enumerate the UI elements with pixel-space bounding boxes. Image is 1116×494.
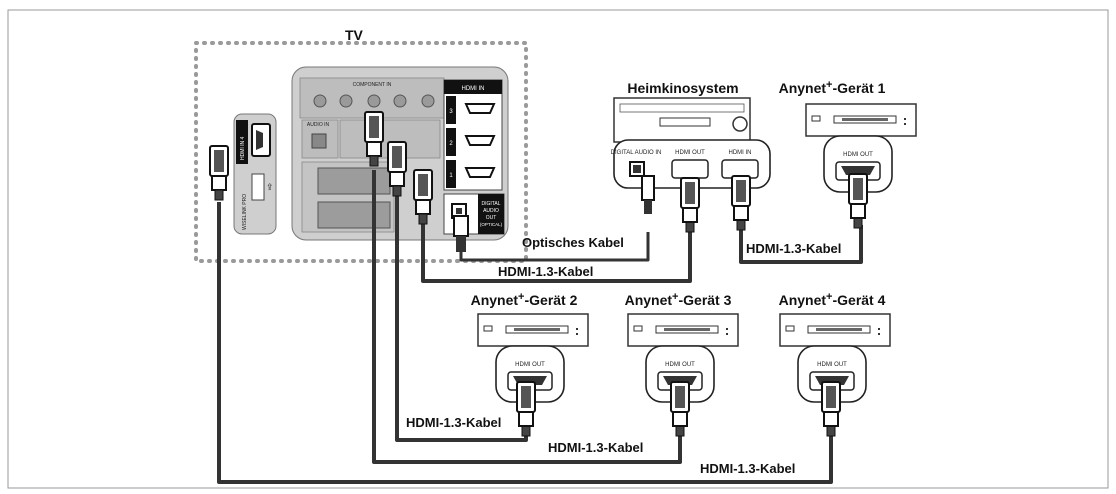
tv-label: TV	[345, 27, 364, 43]
hdmi-port-num-3: 3	[449, 109, 453, 115]
plug-device-2	[516, 381, 536, 437]
component-in-label: COMPONENT IN	[353, 82, 392, 88]
device-2-label: Anynet+-Gerät 2	[471, 291, 578, 308]
cable-label-optical: Optisches Kabel	[522, 235, 624, 250]
device-1-player	[805, 103, 917, 137]
device-1-sup: +	[826, 79, 832, 91]
device-3-suffix: -Gerät 3	[678, 292, 731, 308]
device-2-port-label: HDMI OUT	[515, 362, 545, 368]
device-3-port-label: HDMI OUT	[665, 362, 695, 368]
device-2-player	[477, 313, 589, 347]
device-3-name: Anynet	[625, 292, 673, 308]
digital-audio-out-label-1: DIGITAL	[481, 201, 500, 207]
device-1-label: Anynet+-Gerät 1	[779, 79, 886, 96]
plug-device-4	[821, 381, 841, 437]
home-theater-port-hdmi-out: HDMI OUT	[675, 150, 705, 156]
digital-audio-out-label-3: OUT	[486, 215, 497, 221]
device-1-name: Anynet	[779, 80, 827, 96]
device-4-label: Anynet+-Gerät 4	[779, 291, 886, 308]
home-theater-device	[613, 97, 751, 145]
plug-device-1	[848, 173, 868, 229]
plug-hometheater-in	[731, 175, 751, 231]
plug-device-3	[670, 381, 690, 437]
wiselink-label: WISELINK PRO	[242, 194, 248, 230]
cable-hdmi3-to-device3	[372, 170, 682, 464]
plug-optical-tv	[453, 215, 469, 252]
device-3-player	[627, 313, 739, 347]
hdmi-in-label: HDMI IN	[462, 86, 485, 92]
device-2-name: Anynet	[471, 292, 519, 308]
device-3-label: Anynet+-Gerät 3	[625, 291, 732, 308]
cable-label-hdmi-hometheater: HDMI-1.3-Kabel	[498, 264, 593, 279]
cable-hdmi1-to-hometheater	[421, 222, 692, 283]
home-theater: Heimkinosystem DIGITAL AUDIO IN HDMI OUT…	[611, 80, 771, 189]
device-2-suffix: -Gerät 2	[524, 292, 577, 308]
hdmi-port-num-1: 1	[449, 173, 453, 179]
device-2: Anynet+-Gerät 2 HDMI OUT	[471, 291, 589, 403]
device-4-sup: +	[826, 291, 832, 303]
plug-side-hdmi	[209, 145, 229, 201]
device-2-sup: +	[518, 291, 524, 303]
cable-label-hdmi-device1: HDMI-1.3-Kabel	[746, 241, 841, 256]
cable-label-hdmi-device2: HDMI-1.3-Kabel	[406, 415, 501, 430]
hdmi-port-num-2: 2	[449, 141, 453, 147]
home-theater-port-hdmi-in: HDMI IN	[729, 150, 752, 156]
device-4-port-label: HDMI OUT	[817, 362, 847, 368]
cable-hometheater-to-device1	[739, 225, 863, 264]
device-4-suffix: -Gerät 4	[832, 292, 885, 308]
cable-optical	[459, 232, 650, 262]
outer-frame	[7, 9, 1109, 489]
device-4-name: Anynet	[779, 292, 827, 308]
device-4: Anynet+-Gerät 4 HDMI OUT	[779, 291, 891, 403]
cable-side-to-device4	[217, 202, 833, 484]
device-1-suffix: -Gerät 1	[832, 80, 885, 96]
cable-label-hdmi-device3: HDMI-1.3-Kabel	[548, 440, 643, 455]
tv-side-panel: HDMI IN 4 WISELINK PRO ⇪	[233, 113, 277, 235]
home-theater-title: Heimkinosystem	[627, 80, 738, 96]
plug-optical-hometheater	[641, 175, 655, 214]
usb-icon: ⇪	[266, 182, 274, 192]
device-1: Anynet+-Gerät 1 HDMI OUT	[779, 79, 917, 193]
device-4-player	[779, 313, 891, 347]
digital-audio-out-label-2: AUDIO	[483, 208, 499, 214]
side-hdmi-label: HDMI IN 4	[240, 136, 246, 160]
device-3-sup: +	[672, 291, 678, 303]
home-theater-port-digital-audio-in: DIGITAL AUDIO IN	[611, 150, 662, 156]
device-3: Anynet+-Gerät 3 HDMI OUT	[625, 291, 739, 403]
cable-label-hdmi-device4: HDMI-1.3-Kabel	[700, 461, 795, 476]
audio-in-label: AUDIO IN	[307, 122, 330, 128]
tv-region	[194, 41, 528, 263]
digital-audio-out-label-4: (OPTICAL)	[480, 222, 503, 227]
device-1-port-label: HDMI OUT	[843, 152, 873, 158]
plug-hometheater-out	[680, 177, 700, 233]
